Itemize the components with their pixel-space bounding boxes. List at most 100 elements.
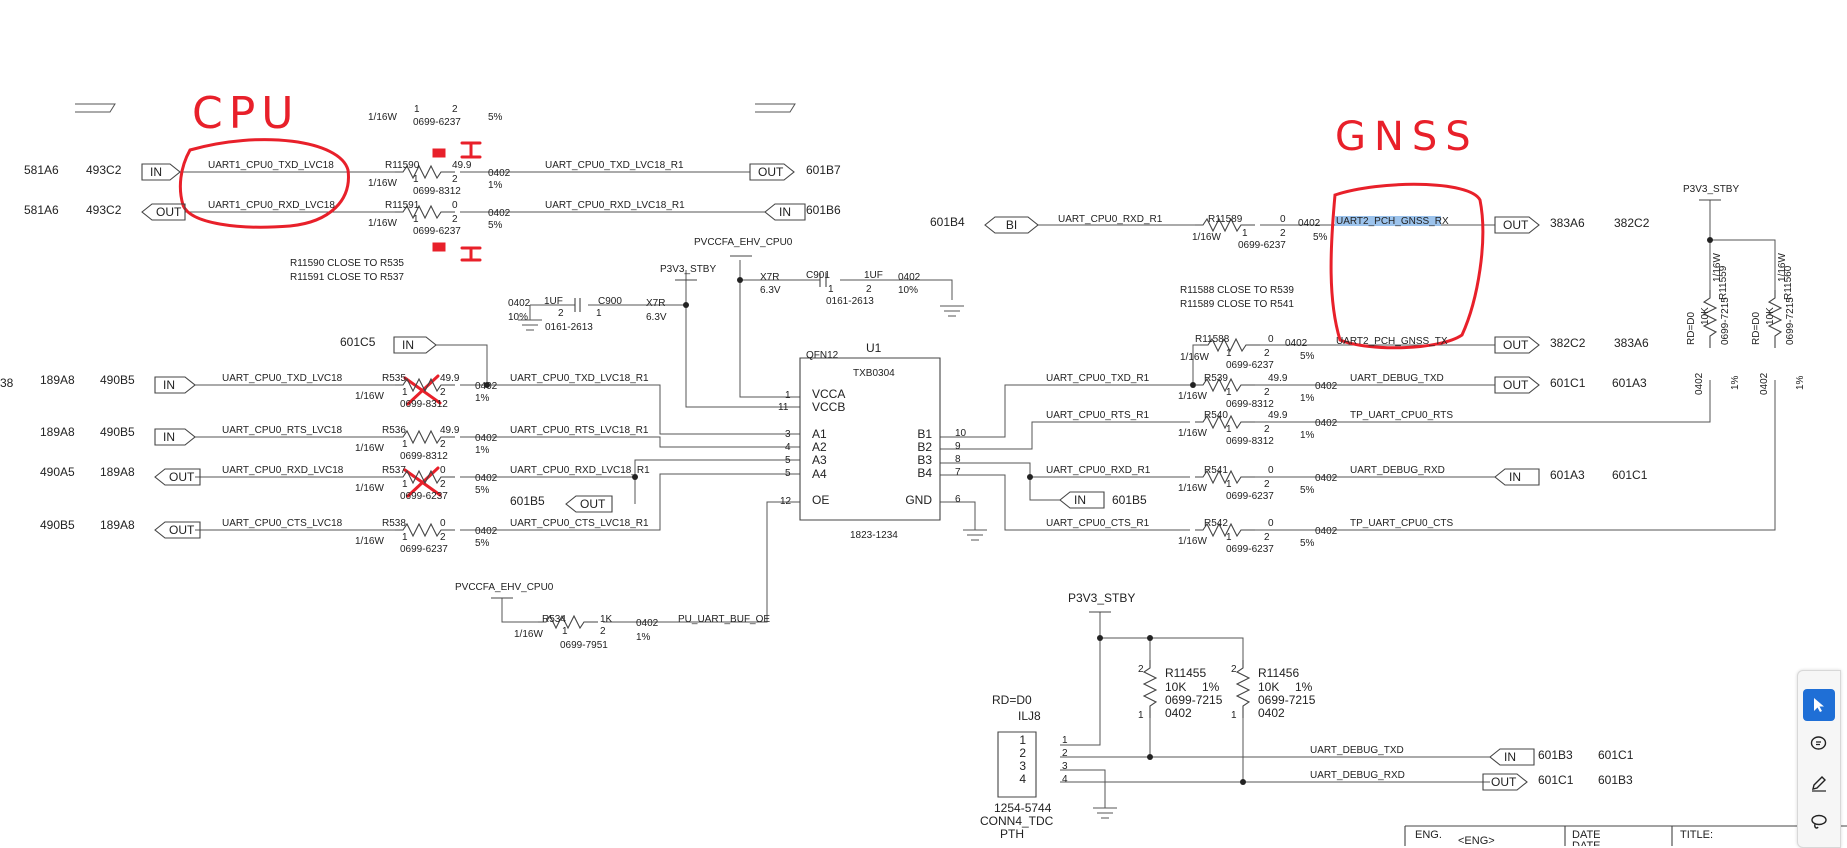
lasso-tool-button[interactable] xyxy=(1803,806,1835,838)
offpage-ref: 383A6 xyxy=(1614,336,1649,350)
connector-mount: PTH xyxy=(1000,827,1024,841)
cap-tolerance: 10% xyxy=(898,285,918,296)
resistor-value: 0 xyxy=(1268,518,1274,529)
resistor-partnum: 0699-6237 xyxy=(1238,240,1286,251)
resistor-ref: R11456 xyxy=(1258,666,1299,680)
resistor-package: 0402 xyxy=(488,168,511,179)
resistor-ref: R541 xyxy=(1204,465,1228,476)
port-in-flag: IN xyxy=(163,378,175,392)
chip-pin-number: 11 xyxy=(778,402,789,413)
offpage-ref: 601C1 xyxy=(1538,773,1574,787)
resistor-power: 1/16W xyxy=(1178,483,1207,494)
offpage-ref: 601B6 xyxy=(806,203,841,217)
top-res-partnum: 0699-6237 xyxy=(413,117,461,128)
resistor-power: 1/16W xyxy=(1180,352,1209,363)
comment-tool-button[interactable] xyxy=(1803,728,1835,760)
chip-pin-name: OE xyxy=(812,493,829,507)
resistor-package: 0402 xyxy=(475,381,498,392)
port-bidir-flag: BI xyxy=(1006,218,1017,232)
cap-partnum: 0161-2613 xyxy=(826,296,874,307)
chip-pin-number: 9 xyxy=(955,441,961,452)
port-in-flag-shape xyxy=(764,203,806,221)
pen-tool-button[interactable] xyxy=(1803,767,1835,799)
chip-pin-number: 3 xyxy=(785,429,791,440)
net-label: UART2_PCH_GNSS_RX xyxy=(1336,216,1449,227)
chip-pin-number: 1 xyxy=(785,390,791,401)
chip-pin-name: A4 xyxy=(812,467,827,481)
resistor-symbol xyxy=(1195,414,1255,430)
resistor-partnum: 0699-7215 xyxy=(1720,297,1731,345)
resistor-value: 0 xyxy=(1268,334,1274,345)
cap-partnum: 0161-2613 xyxy=(545,322,593,333)
resistor-power: 1/16W xyxy=(1178,536,1207,547)
resistor-tolerance: 1% xyxy=(1300,430,1315,441)
connector-pin-label: 4 xyxy=(1062,774,1068,785)
port-in-flag-shape xyxy=(154,376,196,394)
port-in-flag: IN xyxy=(1509,470,1521,484)
net-label: UART_CPU0_RXD_LVC18_R1 xyxy=(545,200,685,211)
capacitor-symbol xyxy=(574,298,581,312)
resistor-tolerance: 1% xyxy=(475,393,490,404)
offpage-ref: 601A3 xyxy=(1550,468,1585,482)
resistor-value: 0 xyxy=(440,518,446,529)
cap-ref: C901 xyxy=(806,270,830,281)
port-out-flag-shape xyxy=(154,521,201,539)
res-pin-2: 2 xyxy=(1264,532,1270,543)
resistor-symbol xyxy=(1195,522,1255,538)
chip-pin-name: VCCB xyxy=(812,400,845,414)
resistor-ref: R11560 xyxy=(1783,265,1794,300)
cap-voltage: 6.3V xyxy=(760,285,781,296)
resistor-power: 1/16W xyxy=(368,218,397,229)
resistor-package: 0402 xyxy=(1315,526,1338,537)
resistor-value: 49.9 xyxy=(440,425,460,436)
resistor-tolerance: 5% xyxy=(1300,538,1315,549)
res-pin: 2 xyxy=(1138,664,1144,675)
offpage-ref: 601C1 xyxy=(1612,468,1648,482)
res-pin-2: 2 xyxy=(440,532,446,543)
resistor-ref: R11559 xyxy=(1718,265,1729,300)
top-res-power: 1/16W xyxy=(368,112,397,123)
chip-pin-number: 12 xyxy=(780,496,792,507)
resistor-partnum: 0699-8312 xyxy=(413,186,461,197)
net-label: UART1_CPU0_TXD_LVC18 xyxy=(208,160,334,171)
resistor-symbol xyxy=(395,469,455,485)
resistor-symbol xyxy=(1195,377,1255,393)
power-net-label: PVCCFA_EHV_CPU0 xyxy=(455,582,554,593)
resistor-package: 0402 xyxy=(1694,372,1705,395)
chip-pin-number: 6 xyxy=(955,494,961,505)
resistor-package: 0402 xyxy=(475,473,498,484)
net-label: UART_CPU0_RTS_LVC18_R1 xyxy=(510,425,649,436)
lasso-icon xyxy=(1811,814,1827,829)
power-net-label: P3V3_STBY xyxy=(1683,184,1739,195)
placement-note: R11590 CLOSE TO R535 xyxy=(290,258,404,269)
resistor-symbol-vertical xyxy=(1235,660,1251,718)
res-pin: 2 xyxy=(1231,664,1237,675)
net-label: UART_CPU0_RXD_LVC18 xyxy=(222,465,344,476)
resistor-symbol xyxy=(395,164,455,180)
cap-dielectric: X7R xyxy=(760,272,779,283)
res-pin-1: 1 xyxy=(402,532,408,543)
resistor-ref: R11455 xyxy=(1165,666,1206,680)
resistor-tolerance: 1% xyxy=(1730,375,1741,390)
connector-ref: ILJ8 xyxy=(1018,709,1041,723)
port-in-flag-shape xyxy=(1489,748,1535,766)
capacitor-symbol xyxy=(819,273,827,287)
resistor-ref: R11591 xyxy=(385,200,420,211)
offpage-ref: 601B3 xyxy=(1538,748,1573,762)
port-in-flag-shape xyxy=(141,163,181,181)
resistor-symbol xyxy=(395,429,455,445)
resistor-partnum: 0699-7215 xyxy=(1165,693,1223,707)
pointer-tool-button[interactable] xyxy=(1803,689,1835,721)
resistor-tolerance: 5% xyxy=(1313,232,1328,243)
resistor-tolerance: 1% xyxy=(1295,680,1313,694)
net-label: UART_CPU0_TXD_LVC18_R1 xyxy=(510,373,649,384)
resistor-power: 1/16W xyxy=(1712,253,1723,282)
cap-pin: 2 xyxy=(866,284,872,295)
connector-pin-label: 3 xyxy=(1062,761,1068,772)
port-out-flag-shape xyxy=(749,163,795,181)
resistor-power: 1/16W xyxy=(1178,391,1207,402)
wires xyxy=(75,103,1776,808)
resistor-package: 0402 xyxy=(488,208,511,219)
resistor-tolerance: 1% xyxy=(475,445,490,456)
cursor-arrow-icon xyxy=(1814,698,1824,712)
